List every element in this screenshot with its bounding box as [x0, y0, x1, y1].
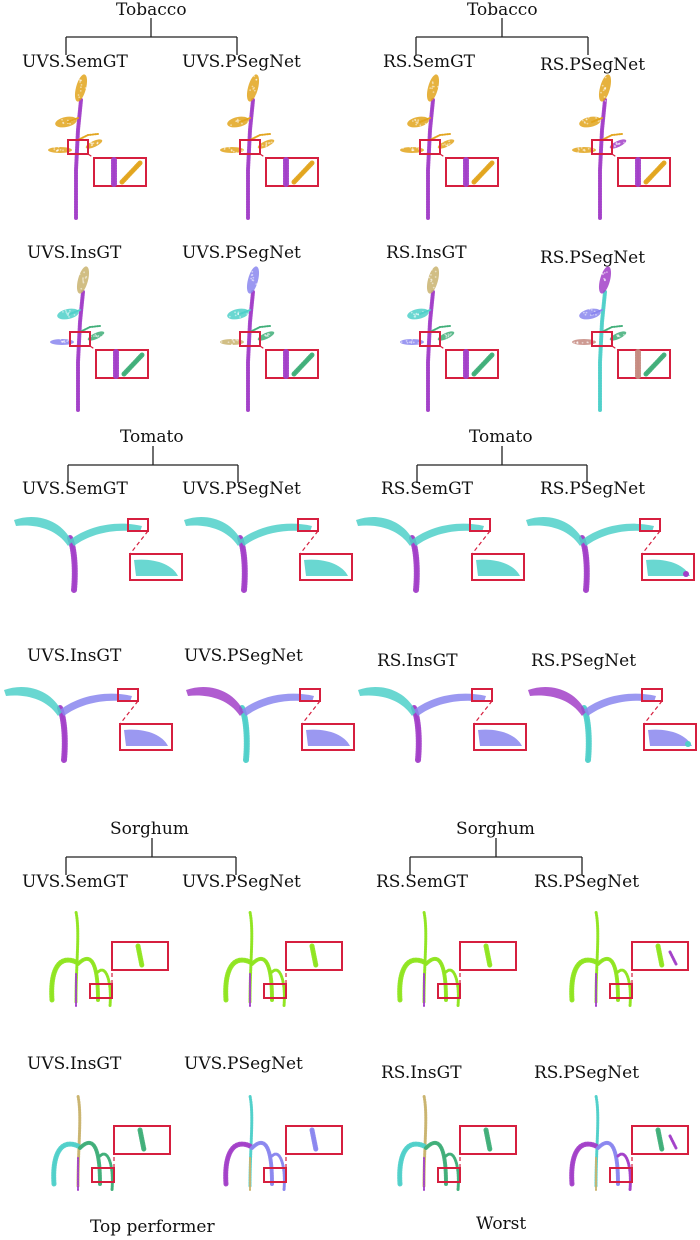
panel-label-uvs-semgt: UVS.SemGT: [22, 479, 128, 499]
plant-tobacco-rs-psegnet-ins: [572, 265, 671, 412]
species-title-tobacco-right: Tobacco: [467, 0, 538, 20]
plant-tomato-rs-semgt: [356, 516, 525, 593]
species-title-tobacco-left: Tobacco: [116, 0, 187, 20]
plant-tomato-uvs-insgt: [4, 686, 173, 763]
panel-label-rs-psegnet: RS.PSegNet: [540, 479, 646, 499]
plant-sorghum-uvs-psegnet: [223, 910, 343, 1008]
bracket-tomato-right: [416, 446, 588, 483]
bracket-tomato-left: [67, 446, 239, 483]
plant-sorghum-uvs-psegnet-ins: [223, 1094, 343, 1192]
panel-label-rs-psegnet-ins: RS.PSegNet: [540, 248, 646, 268]
panel-label-uvs-psegnet: UVS.PSegNet: [182, 479, 301, 499]
plant-tobacco-uvs-psegnet: [220, 74, 319, 220]
footer-top-performer: Top performer: [90, 1217, 215, 1237]
species-title-tomato-right: Tomato: [469, 427, 533, 447]
plant-sorghum-rs-insgt: [397, 1094, 517, 1192]
plant-tomato-uvs-semgt: [14, 516, 183, 593]
panel-label-rs-semgt: RS.SemGT: [376, 872, 468, 892]
plant-sorghum-uvs-semgt: [49, 910, 169, 1008]
panel-label-uvs-insgt: UVS.InsGT: [27, 243, 122, 263]
species-title-sorghum-right: Sorghum: [456, 819, 535, 839]
species-title-sorghum-left: Sorghum: [110, 819, 189, 839]
panel-label-rs-psegnet: RS.PSegNet: [540, 55, 646, 75]
plant-sorghum-rs-semgt: [397, 910, 517, 1008]
panel-label-rs-psegnet-ins: RS.PSegNet: [531, 651, 637, 671]
species-title-tomato-left: Tomato: [120, 427, 184, 447]
plant-tobacco-rs-psegnet: [572, 74, 671, 220]
plant-tomato-rs-psegnet: [526, 516, 695, 593]
panel-label-uvs-insgt: UVS.InsGT: [27, 646, 122, 666]
panel-label-rs-insgt: RS.InsGT: [377, 651, 458, 671]
panel-label-uvs-psegnet: UVS.PSegNet: [182, 52, 301, 72]
plant-sorghum-uvs-insgt: [51, 1094, 171, 1192]
plant-tomato-uvs-psegnet: [184, 516, 353, 593]
plant-tobacco-uvs-semgt: [48, 74, 147, 220]
panel-label-rs-psegnet: RS.PSegNet: [534, 872, 640, 892]
panel-label-rs-insgt: RS.InsGT: [386, 243, 467, 263]
plant-sorghum-rs-psegnet-ins: [569, 1094, 689, 1192]
bracket-tobacco-left: [65, 18, 238, 55]
panel-label-uvs-semgt: UVS.SemGT: [22, 52, 128, 72]
panel-label-rs-psegnet-ins: RS.PSegNet: [534, 1063, 640, 1083]
panel-label-uvs-psegnet-ins: UVS.PSegNet: [182, 243, 301, 263]
panel-label-rs-insgt: RS.InsGT: [381, 1063, 462, 1083]
panel-label-uvs-psegnet-ins: UVS.PSegNet: [184, 1054, 303, 1074]
panel-label-uvs-psegnet: UVS.PSegNet: [182, 872, 301, 892]
plant-tomato-rs-psegnet-ins: [528, 686, 697, 763]
bracket-sorghum-right: [409, 838, 583, 875]
footer-worst: Worst: [476, 1214, 527, 1234]
plant-tobacco-rs-insgt: [400, 266, 499, 412]
panel-label-uvs-insgt: UVS.InsGT: [27, 1054, 122, 1074]
panel-label-rs-semgt: RS.SemGT: [381, 479, 473, 499]
plant-tobacco-uvs-psegnet-ins: [220, 265, 319, 412]
panel-label-rs-semgt: RS.SemGT: [383, 52, 475, 72]
panel-label-uvs-psegnet-ins: UVS.PSegNet: [184, 646, 303, 666]
bracket-tobacco-right: [415, 18, 589, 55]
plant-tobacco-uvs-insgt: [50, 266, 149, 412]
panel-label-uvs-semgt: UVS.SemGT: [22, 872, 128, 892]
plant-sorghum-rs-psegnet: [569, 910, 689, 1008]
plant-tomato-rs-insgt: [358, 686, 527, 763]
plant-tomato-uvs-psegnet-ins: [186, 686, 355, 763]
plant-tobacco-rs-semgt: [400, 73, 499, 220]
bracket-sorghum-left: [65, 838, 237, 875]
